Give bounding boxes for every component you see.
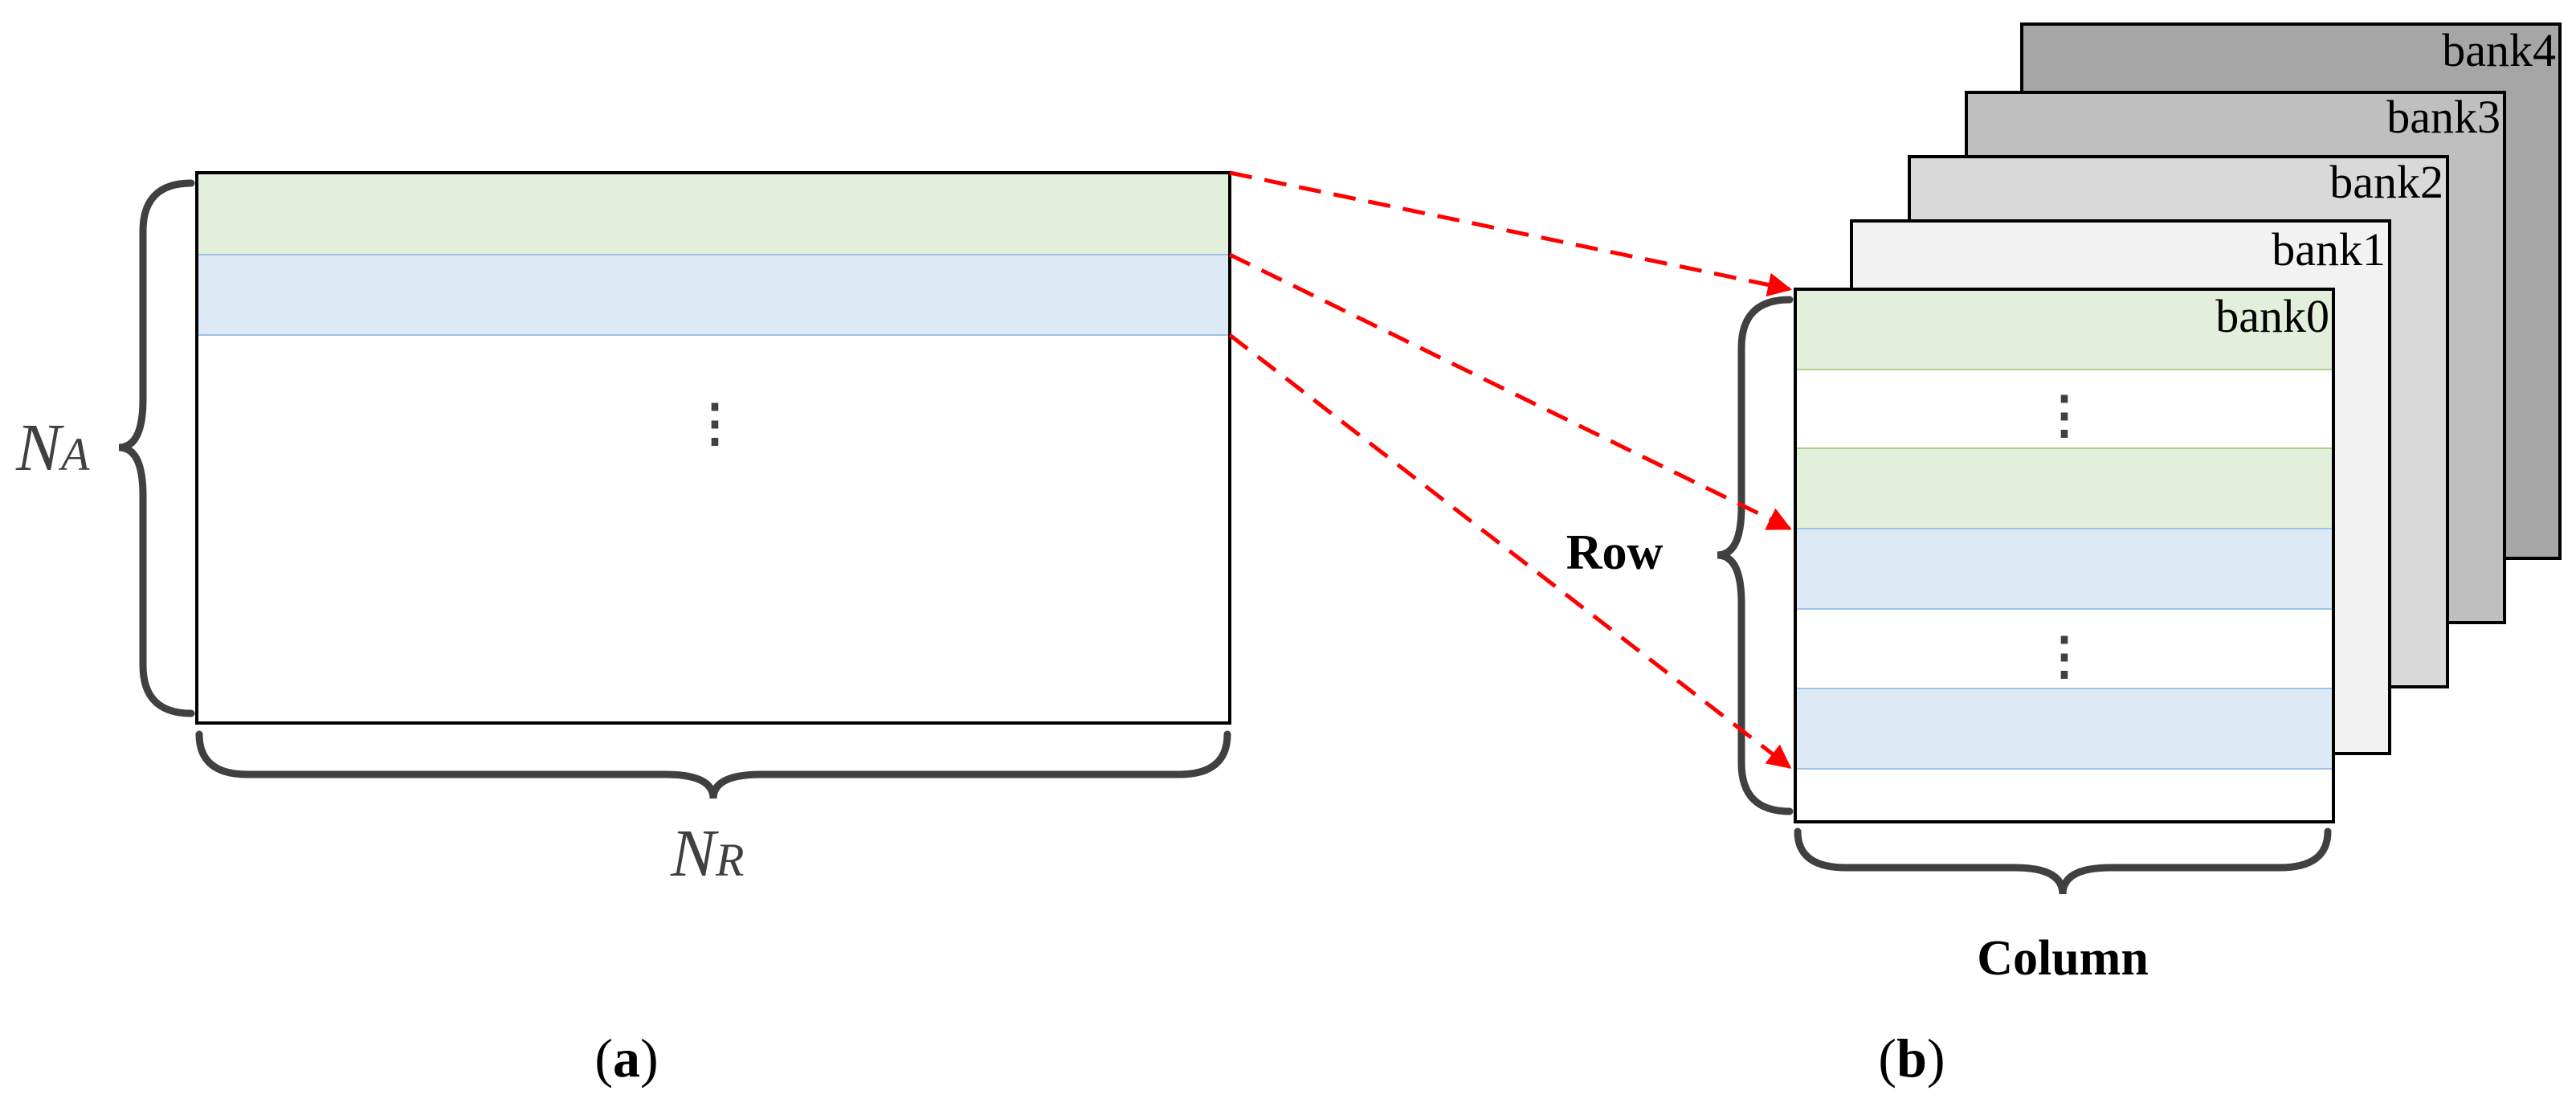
caption-b: (b) [1878,1027,1945,1089]
bank4-label: bank4 [2442,24,2556,76]
width-label-sub: R [715,834,744,886]
row-label: Row [1566,525,1664,580]
height-brace [118,179,195,717]
column-label: Column [1977,931,2149,986]
bank0-row-blue-2 [1794,688,2334,770]
column-brace [1794,827,2332,895]
mapping-arrow-2 [1228,252,1792,531]
caption-a: (a) [594,1027,658,1089]
matrix-row-green [196,172,1231,255]
matrix-ellipsis: ⋮ [689,394,741,451]
matrix-outline [195,171,1231,725]
height-label-sub: A [58,428,90,480]
bank0-label: bank0 [2215,290,2329,342]
panel-a: ⋮ NA NR (a) [15,171,1231,1089]
matrix-row-blue [196,254,1231,336]
height-label: NA [15,411,90,485]
bank0-outline [1794,288,2335,823]
mapping-arrows [1228,170,1792,769]
bank0-ellipsis-2: ⋮ [2039,627,2090,684]
bank1-label: bank1 [2272,223,2386,276]
bank2-label: bank2 [2329,156,2443,208]
bank3-label: bank3 [2386,91,2500,143]
bank0-row-green-2 [1794,447,2334,529]
height-label-main: N [15,411,64,485]
row-brace [1717,296,1794,815]
mapping-arrow-1 [1229,170,1792,297]
bank0-row-blue-1 [1794,528,2334,610]
bank0-ellipsis-1: ⋮ [2039,386,2090,443]
panel-b: bank4 bank3 bank2 bank1 bank0 ⋮ ⋮ Row Co… [1566,22,2562,1089]
width-brace [195,730,1231,799]
mapping-arrow-3 [1228,333,1792,769]
bank0-row-green-1 [1794,288,2334,370]
width-label: NR [670,816,744,891]
width-label-main: N [670,816,719,891]
